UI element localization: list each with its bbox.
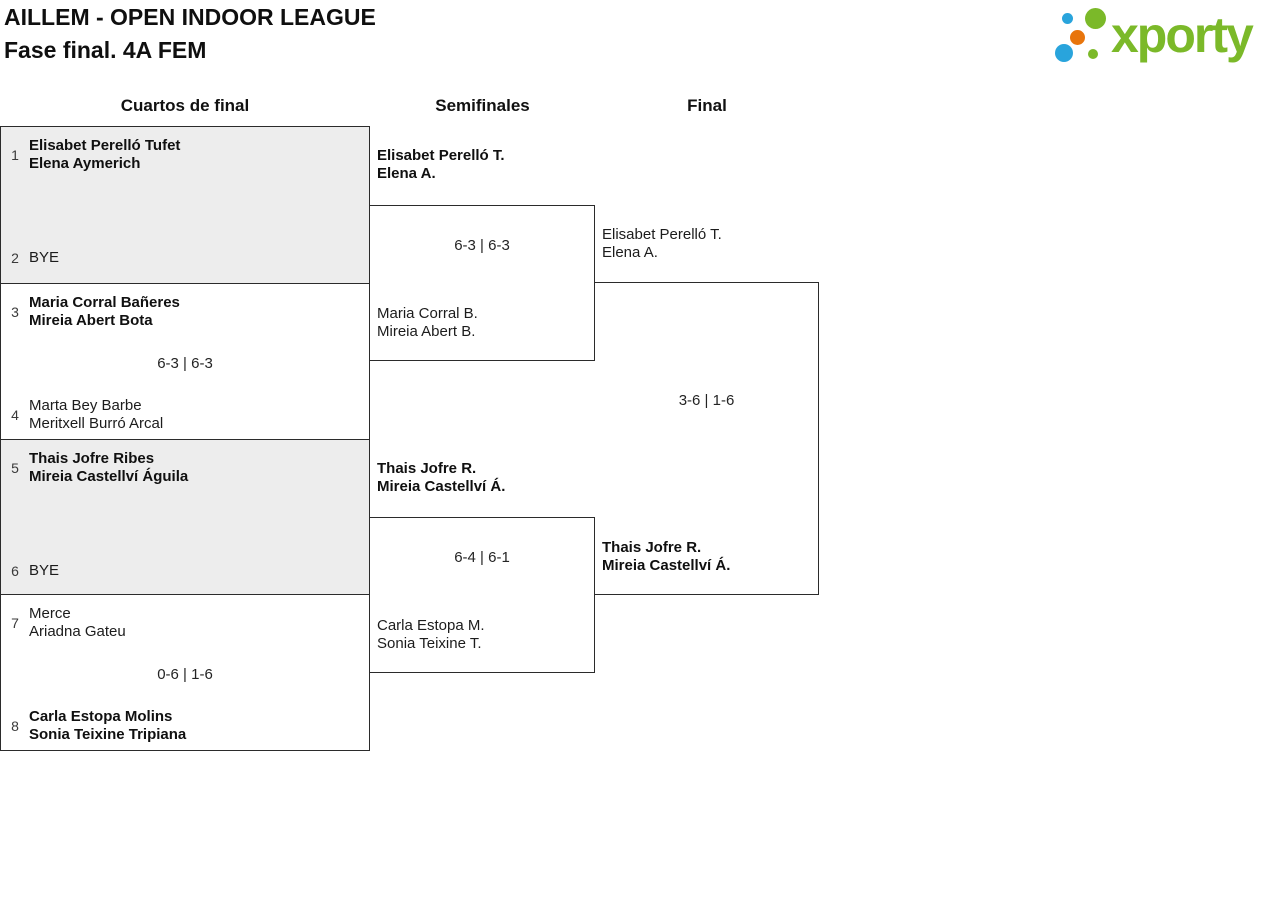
seed-number: 5 — [11, 459, 19, 476]
player-name: Mireia Castellví Á. — [602, 557, 731, 574]
team-name: Maria Corral B. Mireia Abert B. — [377, 305, 478, 341]
player-name: Meritxell Burró Arcal — [29, 414, 164, 432]
seed-number: 1 — [11, 147, 19, 163]
semifinal-match-1: 6-3 | 6-3 Maria Corral B. Mireia Abert B… — [370, 205, 595, 361]
quarterfinal-match-3: 5 Thais Jofre Ribes Mireia Castellví Águ… — [1, 438, 369, 595]
team-name: Thais Jofre Ribes Mireia Castellví Águil… — [29, 450, 188, 486]
seed-number: 4 — [11, 406, 19, 423]
logo-dot-icon — [1055, 44, 1073, 62]
quarterfinal-match-1: 1 Elisabet Perelló Tufet Elena Aymerich … — [1, 127, 369, 283]
player-name: Ariadna Gateu — [29, 623, 126, 641]
final-match: 3-6 | 1-6 Thais Jofre R. Mireia Castellv… — [595, 282, 819, 595]
quarterfinals-column: 1 Elisabet Perelló Tufet Elena Aymerich … — [0, 126, 370, 751]
round-label-quarterfinals: Cuartos de final — [120, 96, 250, 115]
logo-dot-icon — [1088, 49, 1098, 59]
player-name: BYE — [29, 249, 60, 266]
match-score: 0-6 | 1-6 — [157, 666, 213, 684]
player-name: Maria Corral Bañeres — [29, 293, 180, 311]
team-name: Carla Estopa Molins Sonia Teixine Tripia… — [29, 708, 186, 744]
player-name: Elena A. — [377, 165, 436, 182]
xporty-wordmark: xporty — [1111, 7, 1254, 63]
player-name: Thais Jofre R. — [602, 539, 702, 556]
quarterfinal-match-2: 3 Maria Corral Bañeres Mireia Abert Bota… — [1, 282, 369, 439]
seed-number: 7 — [11, 615, 19, 632]
player-name: Elisabet Perelló T. — [602, 226, 722, 243]
logo-dot-icon — [1085, 8, 1106, 29]
player-name: Maria Corral B. — [377, 305, 478, 322]
player-name: Mireia Abert Bota — [29, 311, 153, 329]
quarterfinal-match-4: 7 Merce Ariadna Gateu 0-6 | 1-6 8 Carla … — [1, 594, 369, 750]
team-name: Carla Estopa M. Sonia Teixine T. — [377, 617, 485, 653]
seed-number: 3 — [11, 303, 19, 320]
player-name: Elena A. — [602, 244, 658, 261]
player-name: Carla Estopa Molins — [29, 708, 173, 726]
player-name: Marta Bey Barbe — [29, 396, 142, 414]
logo-dot-icon — [1070, 30, 1085, 45]
player-name: Sonia Teixine T. — [377, 635, 482, 652]
player-name: Carla Estopa M. — [377, 617, 485, 634]
player-name: Thais Jofre Ribes — [29, 449, 155, 467]
tournament-title: AILLEM - OPEN INDOOR LEAGUE — [4, 4, 376, 30]
player-name: BYE — [29, 561, 60, 579]
match-score: 3-6 | 1-6 — [678, 392, 735, 409]
team-name: Maria Corral Bañeres Mireia Abert Bota — [29, 294, 180, 330]
player-name: Merce — [29, 605, 71, 623]
team-name: Elisabet Perelló Tufet Elena Aymerich — [29, 137, 180, 173]
player-name: Mireia Castellví Águila — [29, 467, 189, 485]
player-name: Mireia Abert B. — [377, 323, 476, 340]
player-name: Elisabet Perelló T. — [377, 147, 505, 164]
page-title-block: AILLEM - OPEN INDOOR LEAGUE Fase final. … — [4, 1, 376, 67]
match-score: 6-3 | 6-3 — [157, 354, 213, 372]
player-name: Elisabet Perelló Tufet — [29, 137, 181, 154]
team-name: BYE — [29, 249, 59, 267]
round-label-semifinals: Semifinales — [435, 96, 530, 115]
round-label-final: Final — [687, 96, 727, 115]
seed-number: 6 — [11, 562, 19, 579]
logo-dot-icon — [1062, 13, 1073, 24]
team-name: Merce Ariadna Gateu — [29, 605, 126, 641]
seed-number: 8 — [11, 718, 19, 735]
match-score: 6-3 | 6-3 — [454, 237, 510, 254]
team-name: Thais Jofre R. Mireia Castellví Á. — [602, 539, 730, 575]
phase-subtitle: Fase final. 4A FEM — [4, 37, 207, 63]
team-name: BYE — [29, 562, 59, 580]
player-name: Sonia Teixine Tripiana — [29, 726, 187, 744]
match-score: 6-4 | 6-1 — [454, 549, 510, 566]
team-name: Elisabet Perelló T. Elena A. — [602, 226, 722, 262]
team-name: Thais Jofre R. Mireia Castellví Á. — [377, 460, 505, 496]
player-name: Elena Aymerich — [29, 155, 141, 172]
player-name: Mireia Castellví Á. — [377, 478, 506, 495]
team-name: Marta Bey Barbe Meritxell Burró Arcal — [29, 397, 163, 433]
team-name: Elisabet Perelló T. Elena A. — [377, 147, 505, 183]
player-name: Thais Jofre R. — [377, 460, 477, 477]
seed-number: 2 — [11, 250, 19, 266]
semifinal-match-2: 6-4 | 6-1 Carla Estopa M. Sonia Teixine … — [370, 517, 595, 673]
